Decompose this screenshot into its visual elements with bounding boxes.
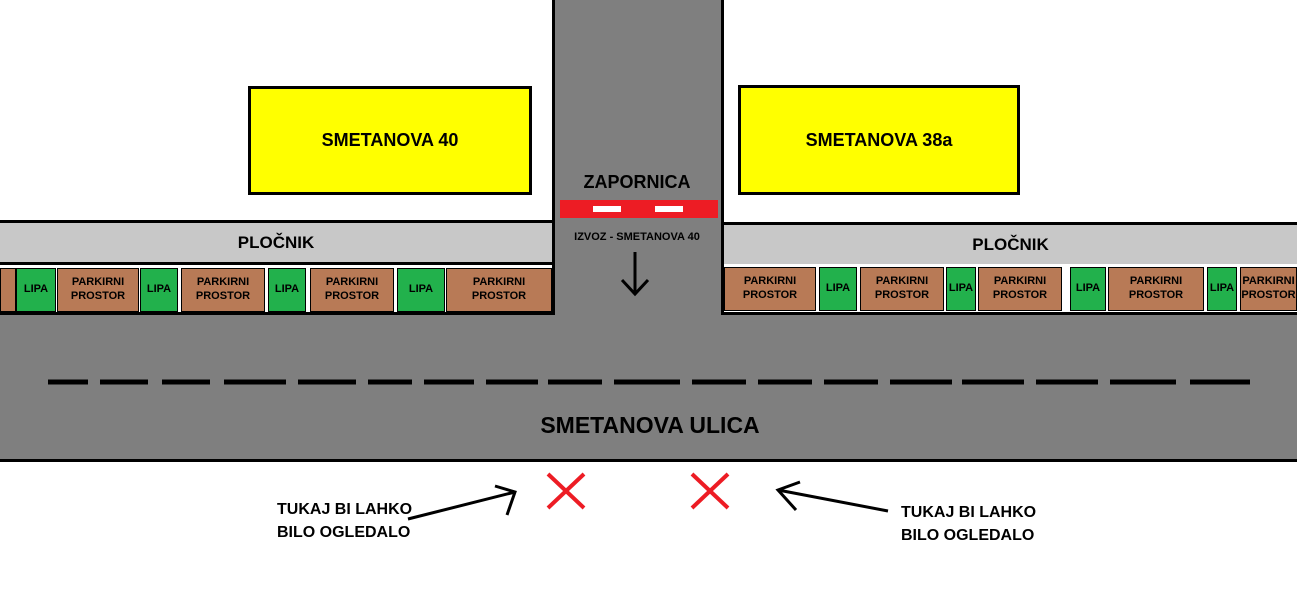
- parking-space: PARKIRNI PROSTOR: [860, 267, 944, 311]
- mirror-note-right: TUKAJ BI LAHKO BILO OGLEDALO: [901, 501, 1036, 547]
- parking-space: PARKIRNI PROSTOR: [978, 267, 1062, 311]
- exit-label: IZVOZ - SMETANOVA 40: [574, 231, 700, 243]
- exit-arrow-icon: [620, 252, 650, 297]
- parking-space: PARKIRNI PROSTOR: [446, 268, 552, 312]
- tree-label: LIPA: [274, 283, 300, 296]
- parking-label: PARKIRNI PROSTOR: [1241, 275, 1296, 301]
- lane-markings: [48, 379, 1250, 385]
- parking-space: PARKIRNI PROSTOR: [181, 268, 265, 312]
- parking-label: PARKIRNI PROSTOR: [195, 276, 251, 302]
- tree-lipa: LIPA: [397, 268, 445, 312]
- tree-lipa: LIPA: [16, 268, 56, 312]
- barrier-label: ZAPORNICA: [583, 172, 691, 192]
- building-left-label: SMETANOVA 40: [321, 130, 459, 150]
- tree-label: LIPA: [825, 282, 851, 295]
- tree-label: LIPA: [23, 283, 49, 296]
- parking-label: PARKIRNI PROSTOR: [324, 276, 380, 302]
- tree-label: LIPA: [408, 283, 434, 296]
- access-road: [552, 0, 724, 320]
- parking-label: PARKIRNI PROSTOR: [1128, 275, 1184, 301]
- parking-space: PARKIRNI PROSTOR: [724, 267, 816, 311]
- parking-space: PARKIRNI PROSTOR: [1240, 267, 1297, 311]
- mirror-note-left: TUKAJ BI LAHKO BILO OGLEDALO: [277, 498, 412, 544]
- street-name: SMETANOVA ULICA: [540, 412, 760, 438]
- tree-lipa: LIPA: [268, 268, 306, 312]
- parking-label: PARKIRNI PROSTOR: [992, 275, 1048, 301]
- tree-label: LIPA: [948, 282, 974, 295]
- tree-lipa: LIPA: [1207, 267, 1237, 311]
- sidewalk-left-label: PLOČNIK: [237, 232, 315, 252]
- tree-lipa: LIPA: [1070, 267, 1106, 311]
- mirror-note-right-line-1: TUKAJ BI LAHKO: [901, 504, 1037, 521]
- parking-space: PARKIRNI PROSTOR: [1108, 267, 1204, 311]
- barrier-gate: [560, 200, 718, 218]
- building-smetanova-38a: SMETANOVA 38a: [738, 85, 1020, 195]
- parking-label: PARKIRNI PROSTOR: [471, 276, 527, 302]
- building-right-label: SMETANOVA 38a: [805, 129, 953, 150]
- sidewalk-left: PLOČNIK: [0, 220, 552, 262]
- pointer-arrow-left-icon: [407, 484, 517, 521]
- parking-space: [0, 268, 16, 312]
- tree-lipa: LIPA: [140, 268, 178, 312]
- parking-label: PARKIRNI PROSTOR: [742, 275, 798, 301]
- sidewalk-right-label: PLOČNIK: [972, 234, 1049, 254]
- pointer-arrow-right-icon: [775, 480, 889, 513]
- tree-label: LIPA: [1075, 282, 1101, 295]
- parking-label: PARKIRNI PROSTOR: [70, 276, 126, 302]
- tree-label: LIPA: [1209, 282, 1235, 295]
- x-mark-icon: [546, 472, 586, 510]
- parking-space: PARKIRNI PROSTOR: [310, 268, 394, 312]
- access-road-join: [555, 310, 721, 320]
- mirror-note-right-line-2: BILO OGLEDALO: [901, 527, 1035, 544]
- main-street: [0, 315, 1297, 462]
- mirror-note-left-line-2: BILO OGLEDALO: [277, 524, 411, 541]
- sidewalk-right: PLOČNIK: [724, 222, 1297, 264]
- parking-strip-right: PARKIRNI PROSTOR LIPA PARKIRNI PROSTOR LIPA…: [724, 264, 1297, 315]
- tree-lipa: LIPA: [819, 267, 857, 311]
- parking-strip-left: LIPA PARKIRNI PROSTOR LIPA PARKIRNI PROSTOR…: [0, 262, 552, 315]
- x-mark-icon: [690, 472, 730, 510]
- tree-lipa: LIPA: [946, 267, 976, 311]
- parking-space: PARKIRNI PROSTOR: [57, 268, 139, 312]
- tree-label: LIPA: [146, 283, 172, 296]
- mirror-note-left-line-1: TUKAJ BI LAHKO: [277, 501, 413, 518]
- parking-label: PARKIRNI PROSTOR: [874, 275, 930, 301]
- building-smetanova-40: SMETANOVA 40: [248, 86, 532, 195]
